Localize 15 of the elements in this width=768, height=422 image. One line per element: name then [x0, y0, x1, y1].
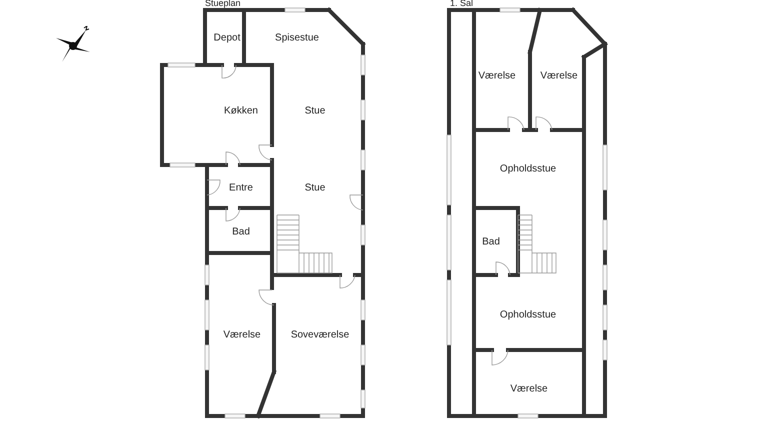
room-label: Entre: [229, 182, 253, 194]
room-label: Opholdsstue: [500, 310, 556, 320]
room-label: Værelse: [478, 70, 516, 82]
room-label: Spisestue: [275, 32, 319, 44]
room-label: Bad: [482, 236, 500, 248]
room-label: Soveværelse: [290, 330, 350, 340]
room-label: Depot: [214, 32, 240, 44]
room-label: Værelse: [540, 70, 578, 82]
room-label: Køkken: [224, 106, 258, 116]
room-label: Værelse: [510, 384, 548, 394]
room-label: Bad: [232, 226, 250, 238]
room-label: Stue: [304, 182, 326, 194]
room-label: Opholdsstue: [500, 164, 556, 174]
room-label: Værelse: [223, 330, 261, 340]
room-label: Stue: [304, 106, 326, 116]
